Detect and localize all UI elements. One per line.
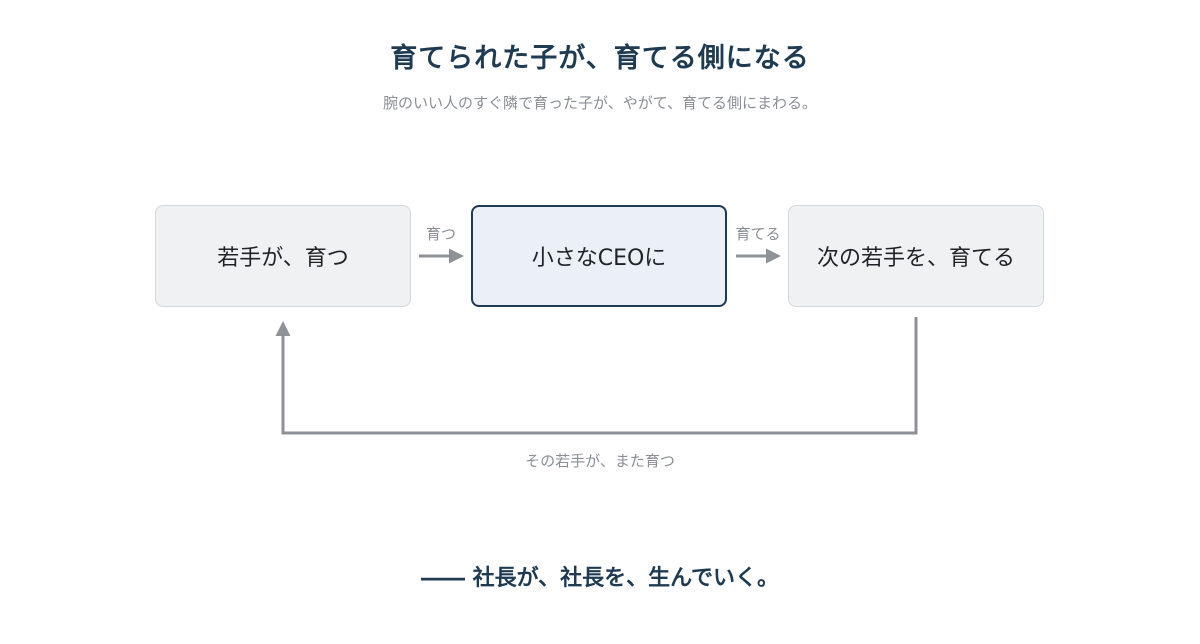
node-label: 小さなCEOに xyxy=(531,246,667,271)
footer-tagline: ―― 社長が、社長を、生んでいく。 xyxy=(420,566,780,591)
node-young-grows: 若手が、育つ xyxy=(155,205,411,307)
node-raise-next: 次の若手を、育てる xyxy=(788,205,1044,307)
page-subtitle: 腕のいい人のすぐ隣で育った子が、やがて、育てる側にまわる。 xyxy=(383,94,817,112)
loop-label: その若手が、また育つ xyxy=(525,452,675,470)
edge-label-raise: 育てる xyxy=(735,225,781,243)
node-small-ceo: 小さなCEOに xyxy=(471,205,727,307)
page-title: 育てられた子が、育てる側になる xyxy=(390,43,810,74)
edge-label-grow: 育つ xyxy=(425,225,456,243)
node-label: 次の若手を、育てる xyxy=(816,246,1015,271)
loop-arrow xyxy=(275,317,918,435)
node-label: 若手が、育つ xyxy=(217,246,349,271)
